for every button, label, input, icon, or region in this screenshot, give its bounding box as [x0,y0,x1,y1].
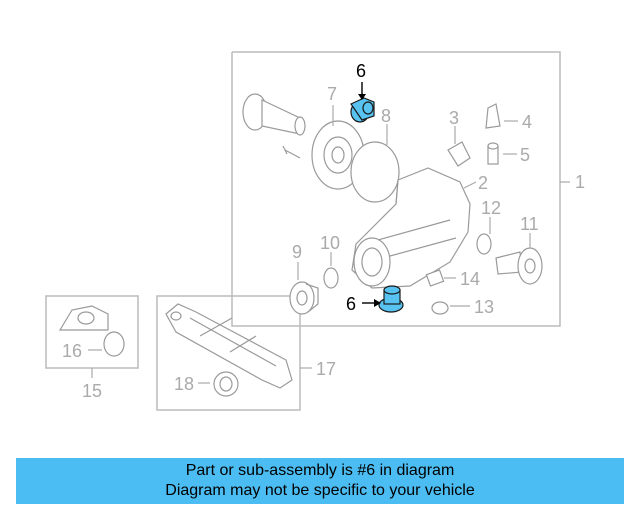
callout-5: 5 [520,145,530,165]
part-10-seal [323,267,339,289]
callout-7: 7 [327,84,337,104]
part-5-plug [487,142,499,165]
parts-diagram: 1 2 3 4 5 6 6 7 8 9 10 11 12 13 14 15 16… [45,51,585,411]
callout-8: 8 [381,106,391,126]
callout-2: 2 [478,173,488,193]
part-6-mount-bottom [378,285,404,313]
arrowhead-6-bottom [374,299,381,307]
arrowhead-6-top [358,94,366,100]
part-13-washer [431,301,449,315]
callout-1: 1 [575,172,585,192]
callout-4: 4 [522,112,532,132]
callout-3: 3 [449,108,459,128]
banner-line-part: Part or sub-assembly is #6 in diagram [185,462,455,479]
callout-14: 14 [460,269,480,289]
callout-12: 12 [481,198,501,218]
callout-18: 18 [174,374,194,394]
assembly-frame-17 [156,295,301,411]
assembly-frame-1 [231,51,561,327]
part-18-bushing [213,371,239,397]
part-14-bushing [425,269,445,287]
callout-6-top: 6 [356,61,366,81]
callout-16: 16 [62,341,82,361]
part-3-bracket [447,141,471,167]
callout-10: 10 [320,233,340,253]
part-7-flange [242,93,365,190]
part-12-seal [476,233,492,255]
part-2-housing [351,167,471,289]
part-17-crossmember [165,303,293,389]
callout-9: 9 [292,242,302,262]
callout-13: 13 [474,297,494,317]
leader-2 [463,181,477,189]
part-16-mount [58,305,125,357]
part-4-cap [485,103,501,129]
callout-6-bottom: 6 [346,294,356,314]
callout-11: 11 [520,214,539,234]
part-8-o-ring [350,141,400,203]
part-11-output-flange [495,247,543,285]
info-banner: Part or sub-assembly is #6 in diagram Di… [16,458,624,504]
part-6-mount-top [350,97,375,123]
banner-line-disclaimer: Diagram may not be specific to your vehi… [165,482,475,499]
callout-15: 15 [82,381,102,401]
part-9-flange [289,281,319,315]
callout-17: 17 [316,359,336,379]
